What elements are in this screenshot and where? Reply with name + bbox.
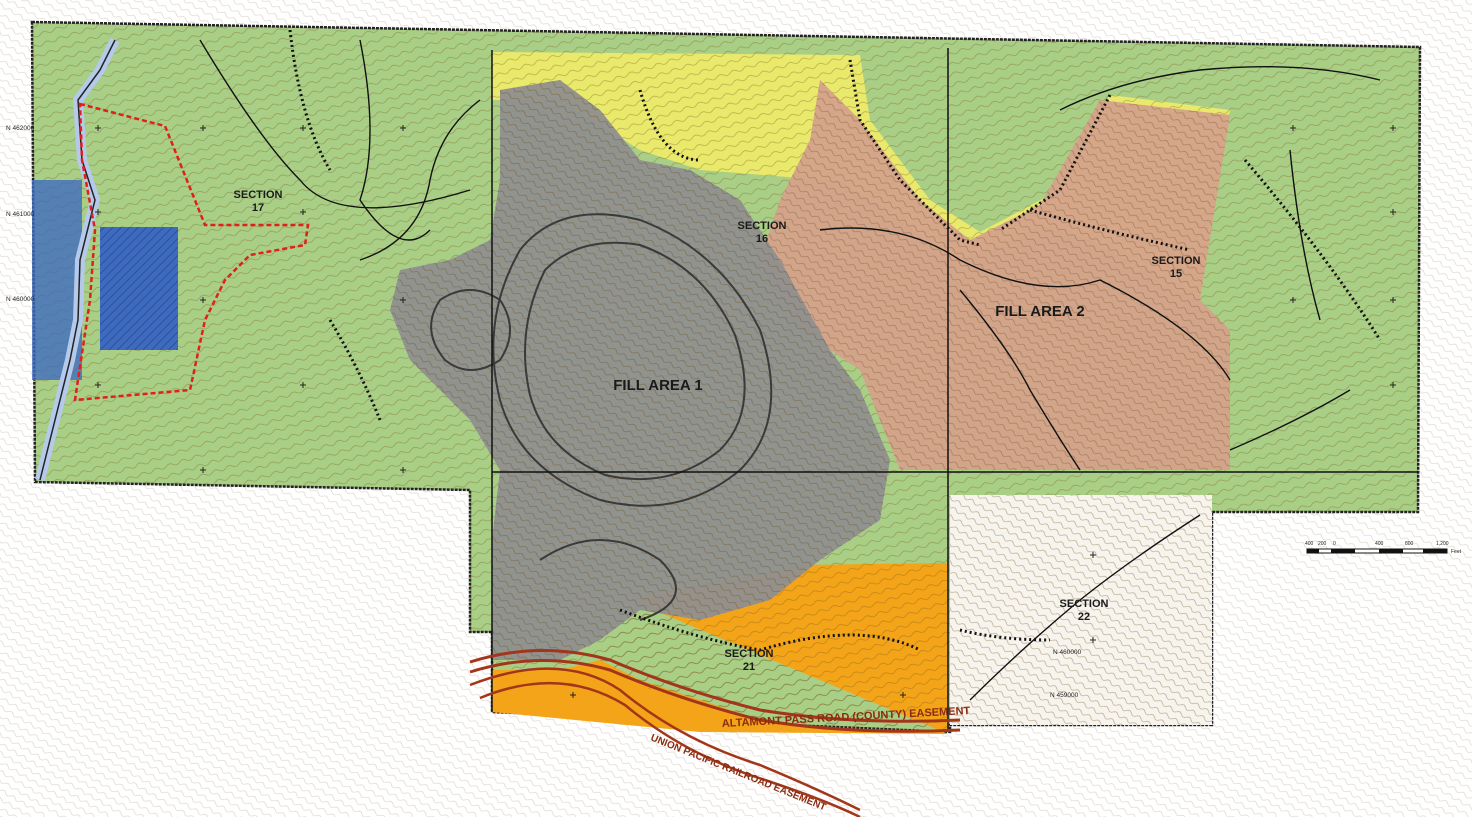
fill-area-1-label: FILL AREA 1 xyxy=(613,377,702,394)
grid-label: N 460000 xyxy=(1053,649,1082,656)
grid-label: N 460000 xyxy=(6,296,35,303)
svg-text:200: 200 xyxy=(1318,541,1327,547)
section-17-label: SECTION 17 xyxy=(234,189,283,214)
scale-bar: 400 200 0 400 800 1,200 Feet xyxy=(1305,541,1462,555)
grid-label: N 459000 xyxy=(1050,692,1079,699)
svg-text:0: 0 xyxy=(1333,541,1336,547)
section-16-label: SECTION 16 xyxy=(738,220,787,245)
grid-label: N 462000 xyxy=(6,125,35,132)
fill-area-2-label: FILL AREA 2 xyxy=(995,303,1084,320)
svg-text:22: 22 xyxy=(1078,611,1090,623)
svg-text:15: 15 xyxy=(1170,268,1182,280)
svg-text:400: 400 xyxy=(1305,541,1314,547)
grid-label: N 461000 xyxy=(6,211,35,218)
svg-text:21: 21 xyxy=(743,661,755,673)
section-15-label: SECTION 15 xyxy=(1152,255,1201,280)
svg-text:17: 17 xyxy=(252,202,264,214)
roads xyxy=(199,39,1381,701)
svg-text:SECTION: SECTION xyxy=(725,648,774,660)
county-road-easement xyxy=(469,648,961,817)
svg-text:400: 400 xyxy=(1375,541,1384,547)
slope-markers xyxy=(288,29,1382,652)
section-22-label: SECTION 22 xyxy=(1060,598,1109,623)
svg-text:SECTION: SECTION xyxy=(234,189,283,201)
grid-crosses xyxy=(95,125,1396,698)
svg-text:SECTION: SECTION xyxy=(1152,255,1201,267)
svg-text:1,200: 1,200 xyxy=(1436,541,1449,547)
svg-text:SECTION: SECTION xyxy=(1060,598,1109,610)
svg-text:800: 800 xyxy=(1405,541,1414,547)
section-21-label: SECTION 21 xyxy=(725,648,774,673)
red-boundary[interactable] xyxy=(73,102,310,402)
svg-text:Feet: Feet xyxy=(1451,549,1462,555)
svg-text:SECTION: SECTION xyxy=(738,220,787,232)
fill-area-1-benches xyxy=(430,213,773,621)
svg-text:16: 16 xyxy=(756,233,768,245)
section-lines xyxy=(491,48,1418,732)
